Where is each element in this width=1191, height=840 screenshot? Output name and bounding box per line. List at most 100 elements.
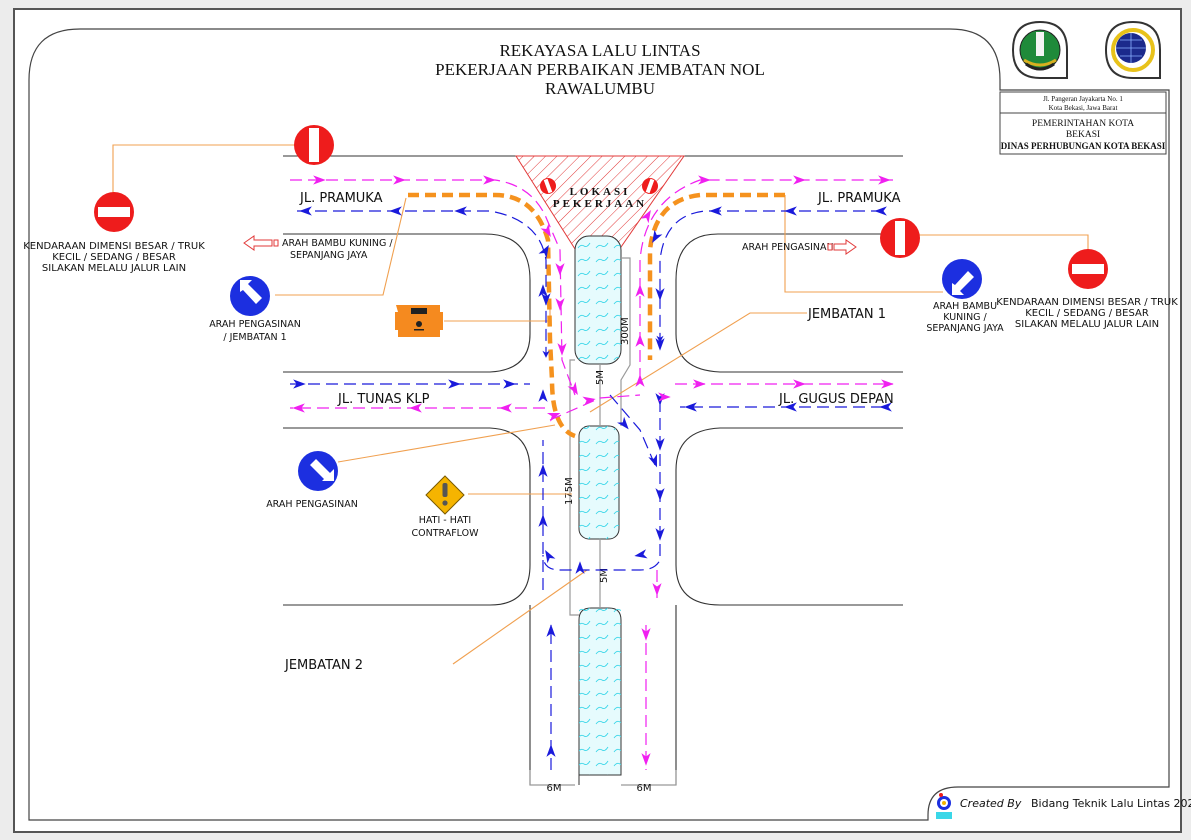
flow-arrowhead-icon [635,374,645,387]
road-label-pramuka-right: JL. PRAMUKA [817,191,901,206]
flow-arrowhead-icon [641,628,651,641]
road-label-pramuka-left: JL. PRAMUKA [299,191,383,206]
road-closed-sign-top-left [294,125,334,165]
flow-arrowhead-icon [635,284,645,297]
flow-arrowhead-icon [698,175,711,185]
dimension-5m-lower: 5M [599,568,610,583]
sign-up-left-label-2: / JEMBATAN 1 [223,332,286,343]
dimension-175m: 175M [564,477,575,505]
flow-arrowhead-icon [538,464,548,477]
flow-arrowhead-icon [652,583,662,596]
flow-arrowhead-icon [313,175,326,185]
road-closed-sign-right [880,218,920,258]
bridge-2-label: JEMBATAN 2 [284,658,363,673]
flow-arrowhead-icon [541,293,551,306]
bridge-median [574,235,622,785]
flow-arrowhead-icon [546,744,556,757]
title-block: Jl. Pangeran Jayakarta No. 1 Kota Bekasi… [999,91,1167,155]
flow-arrowhead-icon [582,396,596,406]
flow-arrowhead-icon [389,206,402,216]
kota-bekasi-logo-icon [1011,20,1068,79]
no-entry-note-right-1: KENDARAAN DIMENSI BESAR / TRUK [996,297,1178,308]
no-entry-sign-left-icon [94,192,134,232]
dimension-5m-upper: 5M [595,370,606,385]
flow-arrowheads [292,175,894,766]
flow-arrowhead-icon [299,206,312,216]
warning-sign-icon [425,475,465,515]
contraflow-barrier [408,192,785,439]
flow-arrowhead-icon [538,389,548,402]
flow-arrowhead-icon [655,528,665,541]
road-closed-sign-work-left [540,178,556,194]
flow-arrowhead-icon [567,381,578,395]
dimension-6m-right: 6M [637,783,652,794]
flow-arrowhead-icon [878,175,891,185]
leader-lines [112,144,1089,665]
flow-arrowhead-icon [409,403,422,413]
flow-arrowhead-icon [393,175,406,185]
dinas-perhubungan-logo-icon [1104,20,1161,79]
flow-arrowhead-icon [557,343,567,356]
credit-prefix: Created By [960,797,1022,810]
flow-arrowhead-icon [546,413,561,422]
road-closed-sign-work-right [642,178,658,194]
mandatory-down-left-sign-icon [942,259,982,299]
road-label-tunas-klp: JL. TUNAS KLP [337,392,430,407]
title-line-3: RAWALUMBU [545,79,655,98]
dimension-300m: 300M [620,317,631,345]
address-line-1: Jl. Pangeran Jayakarta No. 1 [1043,95,1123,103]
flow-arrowhead-icon [499,403,512,413]
sign-down-right-label: ARAH PENGASINAN [266,499,358,510]
flow-arrowhead-icon [648,453,657,468]
flow-arrowhead-icon [454,206,467,216]
flow-arrowhead-icon [709,206,722,216]
flow-arrowhead-icon [640,210,651,224]
address-line-2: Kota Bekasi, Jawa Barat [1049,104,1118,112]
flow-arrowhead-icon [641,753,651,766]
flow-arrowhead-icon [545,550,556,564]
flow-arrowhead-icon [555,298,565,311]
flow-arrowhead-icon [635,334,645,347]
work-zone-label-2: PEKERJAAN [553,198,647,210]
sign-down-left-label-3: SEPANJANG JAYA [926,323,1004,334]
direction-left-label-1: ARAH BAMBU KUNING / [282,238,393,249]
inner-border [28,28,1170,821]
flow-arrowhead-icon [655,488,665,501]
sign-up-left-label-1: ARAH PENGASINAN [209,319,301,330]
flow-arrowhead-icon [538,245,549,259]
direction-arrow-left-icon [243,235,279,251]
flow-arrowhead-icon [655,288,665,301]
direction-left-label-2: SEPANJANG JAYA [290,250,368,261]
no-entry-sign-right-icon [1068,249,1108,289]
flow-arrowhead-icon [292,403,305,413]
flow-arrowhead-icon [652,229,663,243]
flow-arrowhead-icon [546,624,556,637]
no-entry-note-right-3: SILAKAN MELALU JALUR LAIN [1015,319,1159,330]
flow-arrowhead-icon [793,175,806,185]
flow-arrowhead-icon [684,402,697,412]
work-zone: LOKASI PEKERJAAN [515,155,685,261]
direction-right-label: ARAH PENGASINAN [742,242,834,253]
warning-label-1: HATI - HATI [419,515,472,526]
flow-arrowhead-icon [655,438,665,451]
flow-arrowhead-icon [693,379,706,389]
flow-arrowhead-icon [658,392,671,402]
flow-arrowhead-icon [503,379,516,389]
title-line-1: REKAYASA LALU LINTAS [499,41,700,60]
mandatory-up-left-sign-icon [230,276,270,316]
work-zone-label-1: LOKASI [570,186,631,198]
flow-arrowhead-icon [655,338,665,351]
no-entry-note-left-2: KECIL / SEDANG / BESAR [52,252,176,263]
flow-arrowhead-icon [634,549,648,559]
road-label-gugus-depan: JL. GUGUS DEPAN [778,392,894,407]
sign-down-left-label-1: ARAH BAMBU [933,301,997,312]
flow-arrowhead-icon [881,379,894,389]
department-name: DINAS PERHUBUNGAN KOTA BEKASI [1001,141,1166,151]
no-entry-note-left-3: SILAKAN MELALU JALUR LAIN [42,263,186,274]
flow-arrowhead-icon [874,206,887,216]
flow-arrowhead-icon [555,263,565,276]
mandatory-down-right-sign-icon [298,451,338,491]
credit-text: Bidang Teknik Lalu Lintas 2025 [1031,797,1191,810]
org-line-1: PEMERINTAHAN KOTA [1032,119,1134,129]
